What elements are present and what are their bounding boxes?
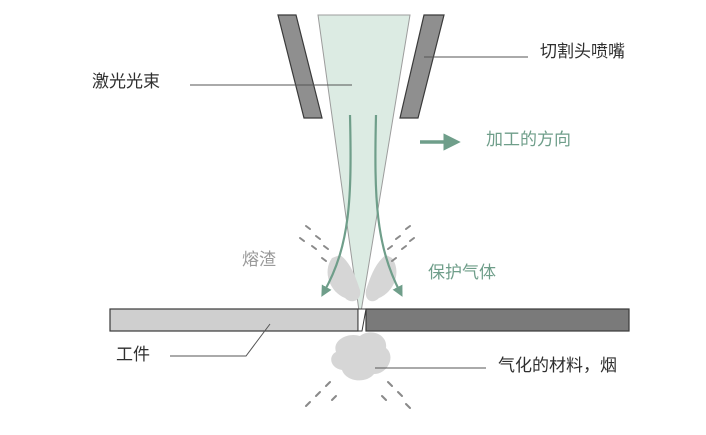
- slag-label: 熔渣: [242, 250, 276, 270]
- spatter-particles: [299, 225, 415, 409]
- leader-workpiece: [170, 323, 271, 357]
- shielding-gas-label: 保护气体: [428, 263, 496, 283]
- laser-beam-label: 激光光束: [92, 72, 160, 92]
- workpiece-cut-part: [365, 308, 630, 332]
- vapor-cloud: [331, 332, 391, 381]
- vapor-smoke-label: 气化的材料，烟: [498, 356, 617, 376]
- nozzle-left-wall: [277, 14, 323, 119]
- leader-lines: [170, 56, 528, 369]
- workpiece-label: 工件: [116, 345, 150, 365]
- cutting-direction-label: 加工的方向: [486, 130, 571, 150]
- laser-beam: [317, 14, 411, 319]
- nozzle-label: 切割头喷嘴: [540, 42, 625, 62]
- shielding-gas-flow: [321, 114, 403, 297]
- workpiece-uncut-part: [109, 308, 359, 332]
- cutting-nozzle: [277, 14, 445, 119]
- nozzle-right-wall: [399, 14, 445, 119]
- kerf: [357, 308, 367, 332]
- workpiece: [109, 308, 630, 332]
